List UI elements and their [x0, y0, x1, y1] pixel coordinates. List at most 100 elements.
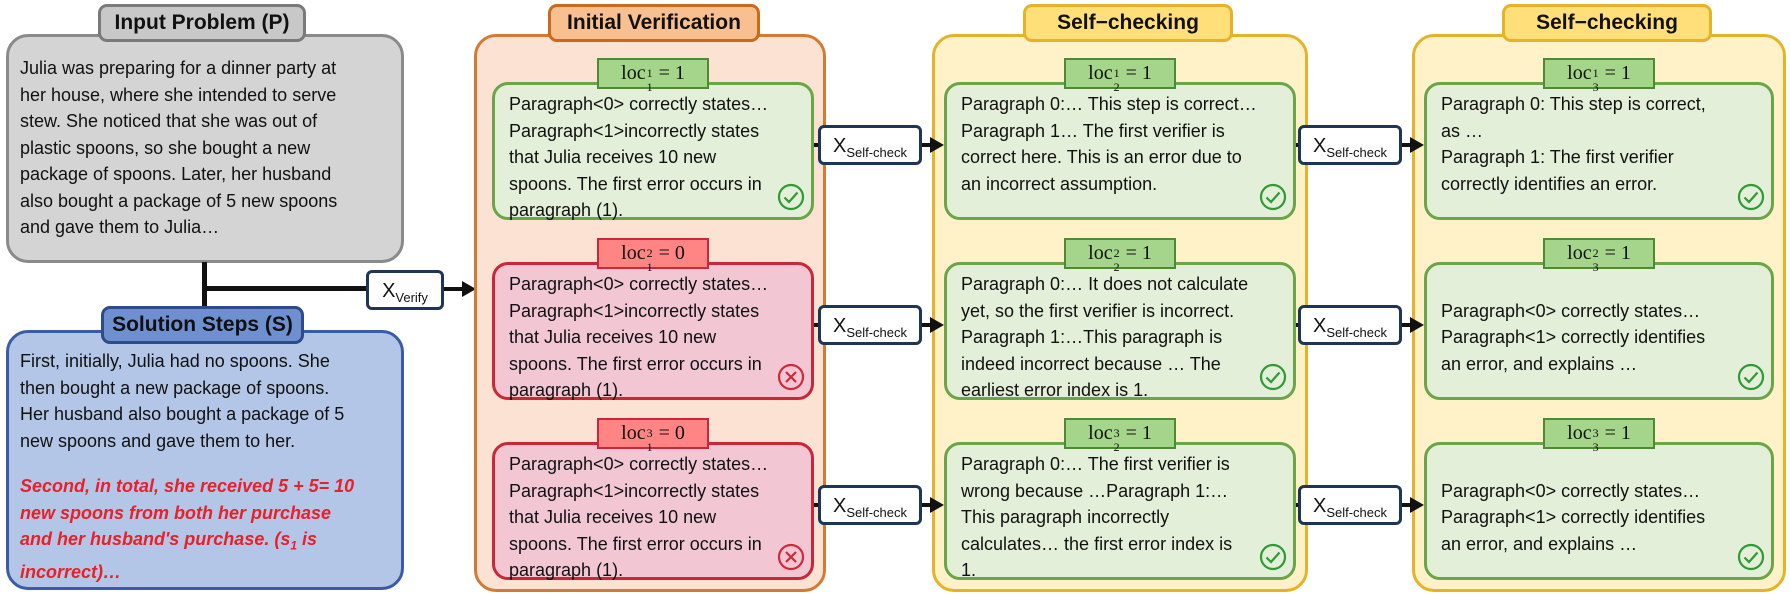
verifier-card-text: Paragraph<0> correctly states… Paragraph… — [1441, 300, 1706, 374]
loc-name: loc — [621, 422, 646, 444]
verifier-card: Paragraph 0:… This step is correct… Para… — [944, 82, 1296, 220]
loc-equals: = — [653, 242, 675, 264]
loc-value: 1 — [1141, 242, 1152, 264]
solution-error-text-b: is incorrect)… — [20, 529, 318, 583]
connector-vertical — [202, 262, 207, 308]
verifier-card-text: Paragraph 0:… This step is correct… Para… — [961, 94, 1257, 194]
connector-line — [814, 143, 818, 147]
verifier-card: Paragraph<0> correctly states… Paragraph… — [492, 262, 814, 400]
xselfcheck-box: XSelf-check — [818, 305, 922, 345]
verifier-card: Paragraph<0> correctly states… Paragraph… — [492, 442, 814, 580]
connector-line — [1296, 143, 1298, 147]
connector-line — [814, 503, 818, 507]
loc-value: 0 — [674, 422, 685, 444]
arrow-head — [1410, 317, 1424, 333]
loc-name: loc — [1567, 62, 1592, 84]
loc-equals: = — [1599, 242, 1621, 264]
arrow-xverify-head — [462, 281, 476, 297]
xselfcheck-box: XSelf-check — [1298, 485, 1402, 525]
verifier-card: Paragraph 0:… The first verifier is wron… — [944, 442, 1296, 580]
xselfcheck-box: XSelf-check — [1298, 125, 1402, 165]
verifier-card: Paragraph<0> correctly states… Paragraph… — [1424, 262, 1774, 400]
solution-steps-panel — [6, 330, 404, 590]
xselfcheck-box: XSelf-check — [818, 125, 922, 165]
loc-equals: = — [1120, 422, 1142, 444]
loc-equals: = — [653, 422, 675, 444]
xselfcheck-main: X — [1312, 135, 1327, 157]
input-problem-title: Input Problem (P) — [98, 4, 306, 42]
check-icon — [1259, 543, 1287, 571]
loc-value: 1 — [1620, 242, 1631, 264]
self-checking-title-2: Self−checking — [1502, 4, 1712, 42]
arrow-shaft — [922, 143, 932, 147]
solution-steps-text: First, initially, Julia had no spoons. S… — [20, 351, 345, 451]
verifier-card-text: Paragraph 0:… The first verifier is wron… — [961, 454, 1233, 580]
xselfcheck-sub: Self-check — [846, 145, 908, 160]
verifier-card-text: Paragraph 0: This step is correct, as … … — [1441, 94, 1706, 194]
loc-name: loc — [1088, 62, 1113, 84]
arrow-shaft — [922, 323, 932, 327]
loc-equals: = — [1599, 422, 1621, 444]
verifier-card-text: Paragraph 0:… It does not calculate yet,… — [961, 274, 1249, 400]
check-icon — [1737, 363, 1765, 391]
solution-error-text-a: Second, in total, she received 5 + 5= 10… — [20, 476, 355, 549]
xselfcheck-sub: Self-check — [1326, 505, 1388, 520]
arrow-head — [930, 137, 944, 153]
arrow-xverify-shaft — [444, 287, 464, 291]
arrow-shaft — [1402, 323, 1412, 327]
loc-equals: = — [653, 62, 675, 84]
arrow-head — [930, 497, 944, 513]
loc-name: loc — [1567, 242, 1592, 264]
loc-name: loc — [621, 62, 646, 84]
arrow-head — [1410, 497, 1424, 513]
verifier-card: Paragraph<0> correctly states… Paragraph… — [1424, 442, 1774, 580]
check-icon — [1259, 183, 1287, 211]
verifier-card-text: Paragraph<0> correctly states… Paragraph… — [509, 274, 769, 400]
xselfcheck-main: X — [832, 315, 847, 337]
xverify-sub: Verify — [395, 290, 428, 305]
solution-steps-title: Solution Steps (S) — [101, 306, 304, 344]
check-icon — [1737, 183, 1765, 211]
self-checking-title-1: Self−checking — [1023, 4, 1233, 42]
connector-line — [1296, 323, 1298, 327]
check-icon — [1737, 543, 1765, 571]
solution-error-text: Second, in total, she received 5 + 5= 10… — [20, 473, 400, 586]
connector-horizontal — [202, 286, 366, 291]
connector-line — [814, 323, 818, 327]
loc-value: 1 — [1141, 422, 1152, 444]
input-problem-text: Julia was preparing for a dinner party a… — [20, 58, 338, 237]
arrow-shaft — [1402, 503, 1412, 507]
loc-name: loc — [1567, 422, 1592, 444]
loc-equals: = — [1120, 242, 1142, 264]
initial-verification-title: Initial Verification — [548, 4, 760, 42]
cross-icon — [777, 543, 805, 571]
loc-equals: = — [1120, 62, 1142, 84]
arrow-head — [930, 317, 944, 333]
loc-equals: = — [1599, 62, 1621, 84]
arrow-shaft — [1402, 143, 1412, 147]
arrow-shaft — [922, 503, 932, 507]
solution-error-subscript: 1 — [290, 538, 298, 553]
xselfcheck-sub: Self-check — [846, 325, 908, 340]
verifier-card: Paragraph 0:… It does not calculate yet,… — [944, 262, 1296, 400]
xselfcheck-sub: Self-check — [1326, 325, 1388, 340]
xselfcheck-main: X — [832, 495, 847, 517]
check-icon — [1259, 363, 1287, 391]
verifier-card-text: Paragraph<0> correctly states… Paragraph… — [1441, 480, 1706, 554]
arrow-head — [1410, 137, 1424, 153]
connector-line — [1296, 503, 1298, 507]
loc-name: loc — [1088, 422, 1113, 444]
xverify-main: X — [382, 280, 396, 302]
xselfcheck-main: X — [832, 135, 847, 157]
loc-value: 0 — [674, 242, 685, 264]
verifier-card-text: Paragraph<0> correctly states… Paragraph… — [509, 94, 769, 220]
xselfcheck-box: XSelf-check — [818, 485, 922, 525]
loc-value: 1 — [674, 62, 685, 84]
